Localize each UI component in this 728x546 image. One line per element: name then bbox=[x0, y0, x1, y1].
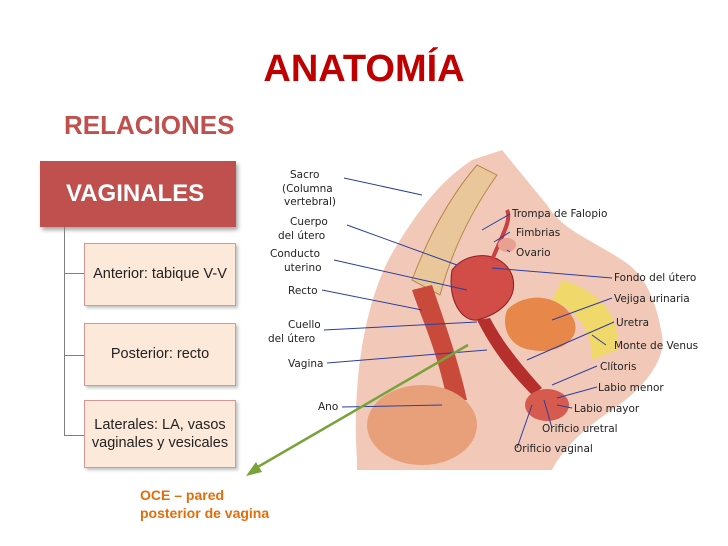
root-node: VAGINALES bbox=[40, 161, 236, 227]
relation-anterior: Anterior: tabique V-V bbox=[84, 243, 236, 306]
label-fondo: Fondo del útero bbox=[614, 272, 696, 284]
fallopian-tube-shape bbox=[490, 209, 511, 261]
label-vejiga: Vejiga urinaria bbox=[614, 293, 690, 305]
label-monte: Monte de Venus bbox=[614, 340, 698, 352]
oce-line-1: OCE – pared bbox=[140, 487, 225, 503]
section-subtitle: RELACIONES bbox=[64, 110, 235, 140]
labia-shape bbox=[525, 389, 569, 421]
tree-branch bbox=[64, 355, 84, 356]
oce-annotation: OCE – pared posterior de vagina bbox=[140, 486, 310, 522]
arrowhead-icon bbox=[246, 462, 262, 476]
label-fimbrias: Fimbrias bbox=[516, 227, 560, 239]
uterus-shape bbox=[450, 255, 515, 321]
label-conducto-1: Conducto bbox=[270, 248, 320, 260]
relation-posterior-label: Posterior: recto bbox=[110, 346, 210, 363]
label-orificio-uretral: Orificio uretral bbox=[542, 423, 618, 435]
label-ovario: Ovario bbox=[516, 247, 551, 259]
label-clitoris: Clítoris bbox=[600, 361, 636, 373]
relation-laterales-label: Laterales: LA, vasos vaginales y vesical… bbox=[91, 416, 229, 451]
label-recto: Recto bbox=[288, 285, 318, 297]
tree-connector bbox=[64, 227, 65, 435]
relation-laterales: Laterales: LA, vasos vaginales y vesical… bbox=[84, 400, 236, 468]
label-vagina: Vagina bbox=[288, 358, 323, 370]
label-cuerpo-2: del útero bbox=[278, 230, 325, 242]
label-columna: (Columna bbox=[282, 183, 333, 195]
tree-branch bbox=[64, 273, 84, 274]
relation-anterior-label: Anterior: tabique V-V bbox=[93, 266, 227, 283]
relation-posterior: Posterior: recto bbox=[84, 323, 236, 386]
oce-line-2: posterior de vagina bbox=[140, 505, 270, 522]
pubis-shape bbox=[552, 280, 618, 360]
root-node-label: VAGINALES bbox=[66, 180, 205, 207]
label-labio-menor: Labio menor bbox=[598, 382, 664, 394]
label-conducto-2: uterino bbox=[284, 262, 322, 274]
page-title: ANATOMÍA bbox=[263, 48, 465, 90]
vagina-shape bbox=[477, 318, 542, 395]
anatomy-illustration: Sacro (Columna vertebral) Cuerpo del úte… bbox=[268, 150, 698, 470]
rectum-shape bbox=[412, 285, 467, 400]
tree-branch bbox=[64, 435, 84, 436]
label-trompa: Trompa de Falopio bbox=[511, 208, 607, 220]
label-sacro: Sacro bbox=[290, 169, 319, 181]
label-cuello-1: Cuello bbox=[288, 319, 321, 331]
label-cuello-2: del útero bbox=[268, 333, 315, 345]
label-ano: Ano bbox=[318, 401, 338, 413]
label-labio-mayor: Labio mayor bbox=[574, 403, 640, 415]
label-cuerpo-1: Cuerpo bbox=[290, 216, 328, 228]
bladder-shape bbox=[504, 297, 576, 351]
label-orificio-vaginal: Orificio vaginal bbox=[514, 443, 593, 455]
label-uretra: Uretra bbox=[616, 317, 649, 329]
buttock-shape bbox=[367, 385, 477, 465]
label-vertebral: vertebral) bbox=[284, 196, 336, 208]
ovary-shape bbox=[498, 238, 516, 252]
